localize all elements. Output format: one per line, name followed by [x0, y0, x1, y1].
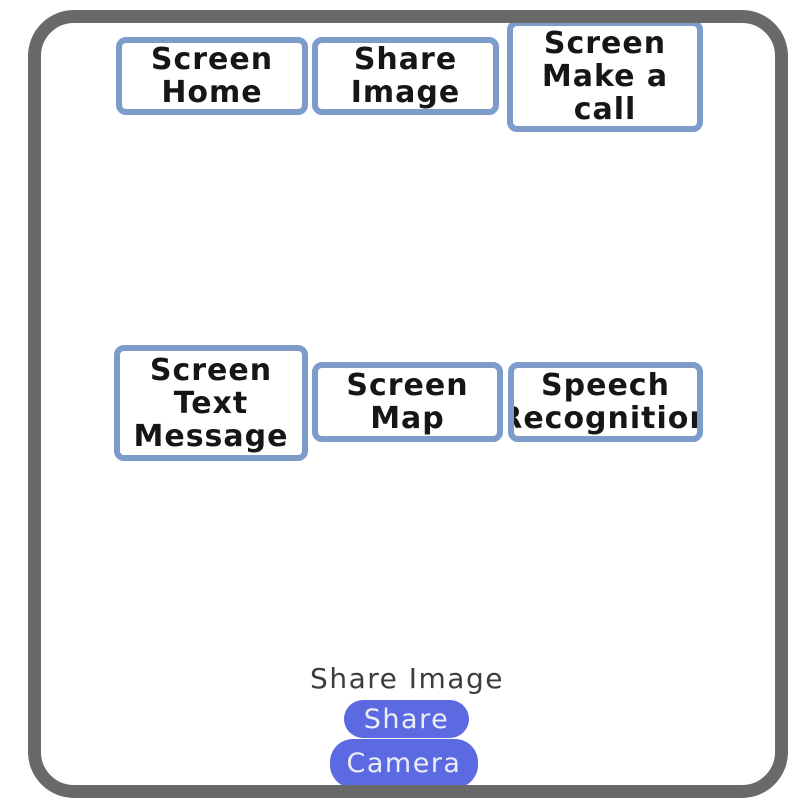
camera-button[interactable]: Camera [330, 739, 478, 788]
nav-button-label: Screen Text Message [133, 352, 289, 454]
nav-button-label: Share Image [350, 42, 461, 110]
nav-button-screen-home[interactable]: Screen Home [116, 37, 308, 115]
share-button[interactable]: Share [344, 700, 469, 738]
share-image-section-title: Share Image [310, 662, 504, 695]
nav-button-screen-map[interactable]: Screen Map [312, 362, 503, 442]
nav-button-share-image[interactable]: Share Image [312, 37, 499, 115]
nav-button-text-message[interactable]: Screen Text Message [114, 345, 308, 461]
nav-button-label: Screen Map [346, 368, 469, 436]
nav-button-make-a-call[interactable]: Screen Make a call [507, 20, 703, 132]
nav-button-speech-recognition[interactable]: Speech Recognition [508, 362, 703, 442]
nav-button-label: Screen Make a call [541, 25, 669, 127]
nav-button-label: Speech Recognition [508, 368, 703, 436]
nav-button-label: Screen Home [150, 42, 274, 110]
